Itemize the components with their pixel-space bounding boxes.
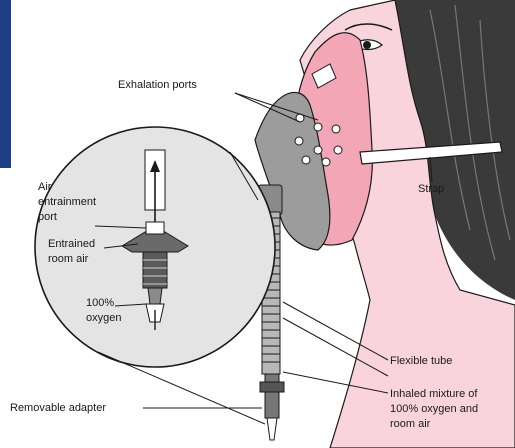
label-100-oxygen: 100% oxygen [86, 296, 121, 326]
pupil [363, 41, 371, 49]
oxygen-nozzle [267, 418, 277, 440]
label-strap: Strap [418, 182, 444, 196]
adapter-body [265, 374, 279, 418]
label-exhalation-ports: Exhalation ports [118, 78, 197, 92]
label-entrained-room-air: Entrained room air [48, 237, 95, 267]
detail-port-window [146, 222, 164, 234]
label-removable-adapter: Removable adapter [10, 401, 106, 415]
detail-lower-body [143, 252, 167, 288]
adapter-flange [260, 382, 284, 392]
label-flexible-tube: Flexible tube [390, 354, 452, 368]
detail-oxygen-inlet [148, 288, 162, 304]
label-inhaled-mixture: Inhaled mixture of 100% oxygen and room … [390, 387, 478, 432]
label-air-entrainment-port: Air entrainment port [38, 180, 96, 225]
